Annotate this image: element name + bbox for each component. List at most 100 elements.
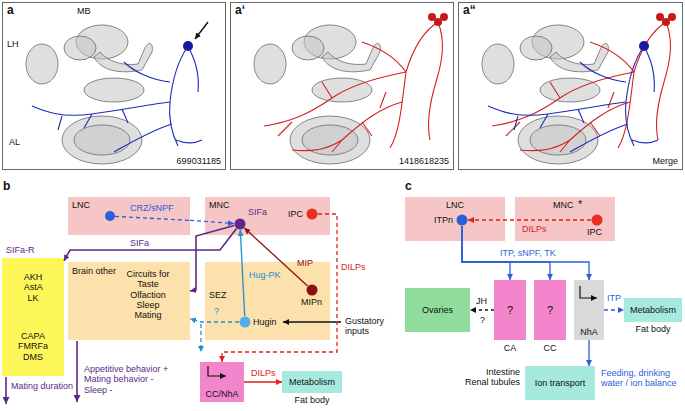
- neuron-dot: Hugin: [239, 316, 251, 328]
- annotation: Gustatory inputs: [345, 316, 397, 337]
- node-label: Circuits for Taste Olfaction Sleep Matin…: [124, 269, 172, 321]
- annotation: ?: [480, 315, 485, 325]
- node-label: 699031185: [177, 156, 221, 166]
- node-label: Ovaries: [422, 305, 453, 315]
- node-label: LH: [7, 39, 19, 49]
- connector: [468, 219, 591, 220]
- neuron-blue: [32, 41, 202, 152]
- organ-box: CC/NhA: [200, 362, 244, 402]
- box-fill: [282, 371, 342, 393]
- release-symbol: [208, 366, 226, 376]
- box-fill: [405, 197, 505, 241]
- edge-label: SIFa: [130, 238, 149, 248]
- annotation: b: [3, 180, 10, 194]
- edge-label: CRZ/sNPF: [130, 203, 174, 213]
- neuron-soma: [105, 211, 115, 221]
- connector: [244, 228, 307, 286]
- input-arrow: [283, 321, 341, 322]
- region-box: LNCITPn: [405, 197, 505, 241]
- neuron-dot: IPC: [591, 214, 603, 226]
- output-arrow: [5, 377, 7, 404]
- dot-shape: [234, 218, 246, 230]
- annotation: *: [578, 198, 582, 211]
- image-panel: a“ Merge: [458, 2, 683, 170]
- neuron-soma: [235, 219, 246, 230]
- node-label: LNC: [72, 200, 90, 210]
- projection-line: [115, 216, 190, 220]
- node-label: CC/NhA: [200, 389, 244, 399]
- node-label: a‘: [235, 4, 245, 18]
- node-label: Metabolism: [289, 377, 335, 387]
- annotation: c: [405, 180, 412, 194]
- box-fill: [534, 280, 566, 340]
- node-label: Ion transport: [535, 378, 586, 388]
- callout-arrow: [195, 22, 208, 39]
- organ-box: ?CA: [494, 280, 526, 340]
- box-fill: [515, 197, 615, 241]
- dot-shape: [456, 214, 468, 226]
- region-box: Circuits for Taste Olfaction Sleep Matin…: [68, 262, 190, 340]
- node-label: AL: [9, 137, 20, 147]
- edge-label: DILPs: [251, 368, 276, 378]
- neuron-dot: MIPn: [306, 284, 318, 296]
- annotation: ?: [214, 306, 219, 316]
- node-label: SIFa-R: [6, 245, 35, 255]
- node-label: AKH AstA LK: [24, 272, 43, 303]
- connector: [588, 340, 589, 366]
- neuron-soma: [592, 215, 603, 226]
- node-label: IPC: [288, 209, 303, 219]
- dot-shape: [591, 214, 603, 226]
- annotation: Appetitive behavior + Mating behavior - …: [84, 364, 174, 395]
- edge-label: DILPs: [341, 262, 366, 272]
- neuron-soma: [457, 215, 468, 226]
- box-fill: [205, 197, 330, 235]
- connector: [462, 226, 589, 280]
- target-box: SIFa-RAKH AstA LKCAPA FMRFa DMS: [2, 258, 64, 376]
- box-fill: [2, 258, 64, 376]
- annotation: Mating duration: [11, 381, 73, 391]
- output-arrow: [76, 341, 78, 402]
- box-fill: [624, 298, 682, 322]
- connector: [244, 381, 282, 382]
- edge-label: Hug-PK: [249, 270, 281, 280]
- box-fill: [200, 362, 244, 402]
- node-label: Merge: [652, 156, 678, 166]
- connector: [64, 229, 236, 261]
- connector: [470, 309, 494, 310]
- node-label: Intestine Renal tubules: [462, 367, 520, 388]
- brain-outline: [482, 25, 608, 164]
- box-fill: [68, 197, 190, 235]
- box-fill: [205, 262, 330, 340]
- node-label: Fat body: [282, 395, 342, 405]
- image-panel: a‘1418618235: [230, 2, 454, 170]
- node-label: a“: [463, 4, 476, 18]
- node-label: MB: [77, 6, 91, 16]
- region-box: LNC: [68, 197, 190, 235]
- connector: [190, 226, 234, 291]
- neuron-soma: [307, 285, 318, 296]
- node-label: ITPn: [434, 215, 453, 225]
- node-label: Metabolism: [630, 305, 676, 315]
- organ-box: NhA: [574, 280, 604, 340]
- box-fill: [574, 280, 604, 340]
- organ-box: ?CC: [534, 280, 566, 340]
- annotation: Feeding, drinking water / ion balance: [601, 368, 681, 389]
- image-panel: aMBLHAL699031185: [2, 2, 226, 170]
- connector: [222, 214, 337, 362]
- process-box: MetabolismFat body: [624, 298, 682, 322]
- neuron-dot: ITPn: [456, 214, 468, 226]
- connector: [604, 309, 624, 310]
- box-fill: [405, 288, 470, 332]
- output-arrow: [200, 324, 201, 352]
- node-label: CC: [534, 343, 566, 353]
- node-label: CAPA FMRFa DMS: [18, 331, 48, 362]
- brain-outline: [26, 25, 152, 164]
- node-label: IPC: [587, 227, 602, 237]
- process-box: Ion transportIntestine Renal tubules: [525, 366, 595, 400]
- panel-illustration: [26, 22, 208, 164]
- node-label: CA: [494, 343, 526, 353]
- neuron-dot: IPC: [306, 208, 318, 220]
- organ-box: Ovaries: [405, 288, 470, 332]
- neuron-blue: [488, 41, 658, 152]
